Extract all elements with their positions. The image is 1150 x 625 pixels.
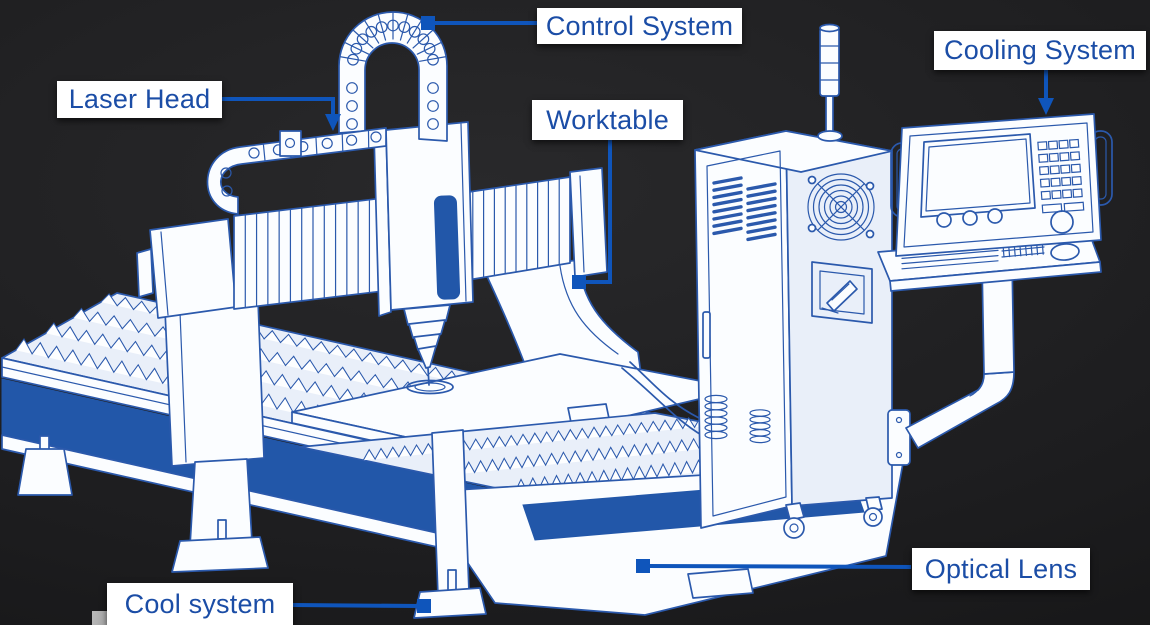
laser-head-carriage bbox=[373, 121, 474, 386]
console-button bbox=[987, 208, 1003, 224]
label-optical-lens: Optical Lens bbox=[912, 548, 1090, 590]
axis-motor-box bbox=[149, 218, 237, 319]
label-laser-head: Laser Head bbox=[57, 81, 222, 118]
beam-end-cap bbox=[569, 167, 608, 278]
vent-grilles bbox=[712, 176, 777, 242]
power-cables bbox=[621, 361, 704, 437]
label-cool-system: Cool system bbox=[107, 583, 293, 625]
label-cool-system-text: Cool system bbox=[124, 588, 276, 619]
connector-laser-head bbox=[222, 97, 341, 131]
machine-foot bbox=[17, 448, 73, 496]
label-laser-head-text: Laser Head bbox=[68, 84, 211, 114]
machine-foot bbox=[687, 568, 754, 599]
connector-cooling-system bbox=[1038, 70, 1054, 115]
coiled-hoses bbox=[704, 394, 771, 444]
label-control-system: Control System bbox=[537, 8, 742, 44]
console-keypad bbox=[1037, 138, 1085, 214]
console-support-arm bbox=[887, 259, 1015, 466]
door-handle bbox=[702, 311, 711, 359]
laser-head-nozzle bbox=[403, 304, 451, 386]
laser-cut-mark bbox=[406, 379, 454, 395]
carriage-window bbox=[433, 195, 461, 300]
control-cabinet bbox=[694, 23, 893, 539]
connector-optical-lens bbox=[636, 559, 912, 573]
label-control-system-text: Control System bbox=[545, 10, 734, 41]
console-button bbox=[936, 212, 952, 228]
caster-wheels bbox=[783, 496, 883, 539]
leveling-bolt bbox=[39, 435, 50, 451]
label-optical-lens-text: Optical Lens bbox=[924, 553, 1078, 584]
control-console bbox=[877, 113, 1113, 466]
signal-tower bbox=[817, 23, 843, 142]
label-cooling-system-text: Cooling System bbox=[944, 35, 1136, 65]
power-button bbox=[1050, 210, 1074, 234]
chain-links bbox=[339, 11, 447, 130]
connector-worktable bbox=[572, 140, 612, 289]
console-monitor bbox=[890, 113, 1113, 257]
cable-chain-arch bbox=[338, 11, 448, 142]
cable-chain bbox=[206, 11, 448, 215]
label-worktable: Worktable bbox=[532, 100, 683, 140]
label-connectors bbox=[222, 16, 1054, 613]
console-screen bbox=[920, 133, 1036, 218]
label-cooling-system: Cooling System bbox=[934, 31, 1146, 70]
console-button bbox=[962, 210, 978, 226]
label-worktable-text: Worktable bbox=[546, 104, 669, 135]
cabinet-side-opening bbox=[811, 261, 873, 324]
gantry-front-leg bbox=[413, 429, 487, 619]
gantry-support-left bbox=[136, 218, 269, 573]
cabinet-door bbox=[706, 150, 787, 517]
connector-cool-system bbox=[292, 599, 431, 613]
mouse bbox=[1050, 243, 1080, 261]
connector-control-system bbox=[421, 16, 537, 30]
cooling-fan bbox=[807, 173, 875, 241]
chain-bracket bbox=[279, 130, 302, 157]
